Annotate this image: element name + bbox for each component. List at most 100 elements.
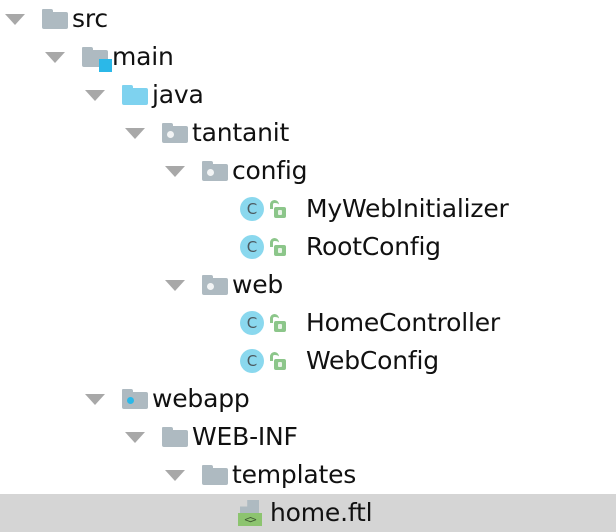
- unlock-icon: [270, 200, 286, 218]
- java-class-icon: C: [240, 190, 270, 228]
- folder-dot-marker: [207, 283, 214, 290]
- chevron-down-icon[interactable]: [85, 76, 105, 114]
- folder-module-icon: [82, 38, 112, 76]
- chevron-down-icon[interactable]: [125, 418, 145, 456]
- chevron-down-icon[interactable]: [45, 38, 65, 76]
- folder-tab: [162, 427, 173, 431]
- folder-tab: [202, 465, 213, 469]
- java-class-letter: C: [240, 311, 264, 335]
- tree-row[interactable]: C RootConfig: [0, 228, 616, 266]
- chevron-down-glyph: [165, 279, 185, 291]
- tree-row[interactable]: src: [0, 0, 616, 38]
- folder-icon: [42, 0, 72, 38]
- tree-row-label: MyWebInitializer: [306, 194, 509, 223]
- unlock-icon-wrap: [270, 228, 300, 266]
- folder-body: [202, 278, 228, 295]
- folder-webapp-icon: [122, 380, 152, 418]
- chevron-down-icon[interactable]: [5, 0, 25, 38]
- folder-dot-marker: [127, 397, 134, 404]
- folder-dot-marker: [207, 169, 214, 176]
- folder-body: [42, 12, 68, 29]
- code-badge: <>: [238, 513, 262, 526]
- tree-row-label: src: [72, 4, 108, 33]
- chevron-down-icon[interactable]: [165, 152, 185, 190]
- unlock-icon: [270, 314, 286, 332]
- tree-row[interactable]: config: [0, 152, 616, 190]
- tree-row[interactable]: templates: [0, 456, 616, 494]
- chevron-down-icon[interactable]: [165, 266, 185, 304]
- tree-row[interactable]: main: [0, 38, 616, 76]
- chevron-down-glyph: [165, 469, 185, 481]
- tree-row[interactable]: C HomeController: [0, 304, 616, 342]
- folder-body: [122, 392, 148, 409]
- chevron-down-icon[interactable]: [85, 380, 105, 418]
- tree-row-label: HomeController: [306, 308, 501, 337]
- java-class-letter: C: [240, 197, 264, 221]
- tree-row-label: WEB-INF: [192, 422, 298, 451]
- tree-row-label: templates: [232, 460, 357, 489]
- tree-row-label: config: [232, 156, 308, 185]
- unlock-icon: [270, 352, 286, 370]
- module-square-badge: [99, 59, 112, 72]
- tree-row[interactable]: C MyWebInitializer: [0, 190, 616, 228]
- folder-package-icon: [202, 152, 232, 190]
- folder-body: [162, 430, 188, 447]
- unlock-shackle: [270, 238, 279, 247]
- chevron-down-glyph: [125, 431, 145, 443]
- folder-body: [202, 164, 228, 181]
- tree-row-label: java: [152, 80, 204, 109]
- unlock-body: [274, 245, 286, 256]
- unlock-shackle: [270, 314, 279, 323]
- folder-dot-marker: [167, 131, 174, 138]
- unlock-icon-wrap: [270, 190, 300, 228]
- folder-tab: [202, 275, 213, 279]
- tree-row-label: home.ftl: [270, 498, 373, 527]
- unlock-body: [274, 359, 286, 370]
- chevron-down-glyph: [125, 127, 145, 139]
- unlock-shackle: [270, 352, 279, 361]
- folder-tab: [82, 47, 93, 51]
- java-class-icon: C: [240, 304, 270, 342]
- folder-tab: [162, 123, 173, 127]
- java-class-icon: C: [240, 228, 270, 266]
- chevron-down-glyph: [45, 51, 65, 63]
- unlock-icon-wrap: [270, 342, 300, 380]
- unlock-icon-wrap: [270, 304, 300, 342]
- folder-body: [162, 126, 188, 143]
- java-class-icon: C: [240, 342, 270, 380]
- unlock-shackle: [270, 200, 279, 209]
- tree-row-label: webapp: [152, 384, 250, 413]
- tree-row-label: WebConfig: [306, 346, 439, 375]
- folder-package-icon: [162, 114, 192, 152]
- chevron-down-glyph: [85, 89, 105, 101]
- unlock-body: [274, 207, 286, 218]
- chevron-down-glyph: [5, 13, 25, 25]
- folder-tab: [42, 9, 53, 13]
- folder-source-root-icon: [122, 76, 152, 114]
- tree-row[interactable]: C WebConfig: [0, 342, 616, 380]
- chevron-down-glyph: [85, 393, 105, 405]
- folder-body: [202, 468, 228, 485]
- tree-row-label: RootConfig: [306, 232, 441, 261]
- unlock-body: [274, 321, 286, 332]
- tree-row[interactable]: web: [0, 266, 616, 304]
- folder-icon: [162, 418, 192, 456]
- tree-row[interactable]: java: [0, 76, 616, 114]
- chevron-down-icon[interactable]: [165, 456, 185, 494]
- chevron-down-icon[interactable]: [125, 114, 145, 152]
- folder-icon: [202, 456, 232, 494]
- tree-row[interactable]: tantanit: [0, 114, 616, 152]
- tree-row[interactable]: webapp: [0, 380, 616, 418]
- folder-tab: [202, 161, 213, 165]
- file-template-icon: <>: [238, 494, 268, 532]
- java-class-letter: C: [240, 235, 264, 259]
- folder-tab: [122, 85, 133, 89]
- chevron-down-glyph: [165, 165, 185, 177]
- tree-row[interactable]: <> home.ftl: [0, 494, 616, 532]
- tree-row-label: web: [232, 270, 284, 299]
- tree-row[interactable]: WEB-INF: [0, 418, 616, 456]
- tree-row-label: tantanit: [192, 118, 290, 147]
- tree-row-label: main: [112, 42, 174, 71]
- java-class-letter: C: [240, 349, 264, 373]
